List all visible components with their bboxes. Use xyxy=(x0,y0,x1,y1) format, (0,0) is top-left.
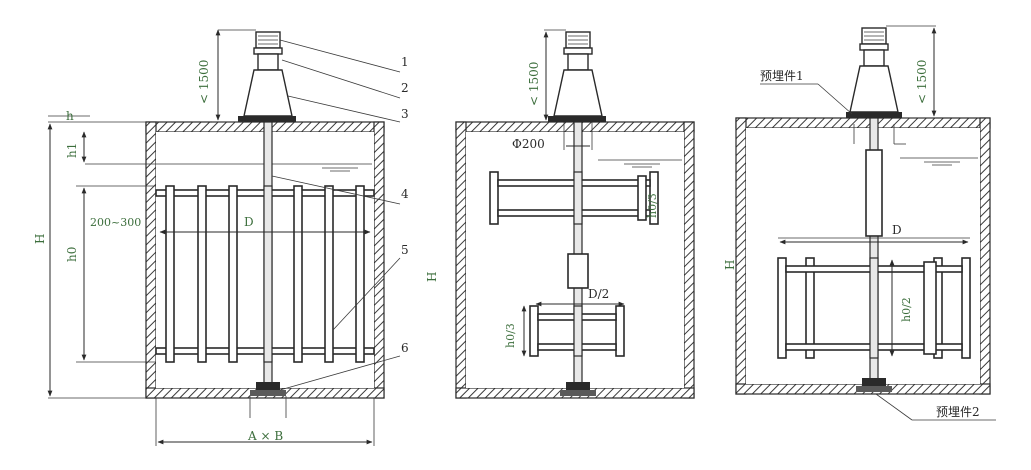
callout-5: 5 xyxy=(401,243,409,257)
diagram-1-paddle-mixer: 1 2 3 4 5 6 < 1500 h h1 H h0 200~300 D A… xyxy=(33,29,409,446)
dim-phi-2: Φ200 xyxy=(512,137,545,151)
dim-D-1: D xyxy=(244,215,254,229)
dim-h0-3-top-2: h0/3 xyxy=(646,193,659,218)
water-level-1 xyxy=(85,163,372,172)
dim-limit-2: < 1500 xyxy=(527,62,541,106)
paddle-frame-3 xyxy=(777,257,971,359)
upper-paddle-2 xyxy=(489,171,659,225)
dim-H-3: H xyxy=(723,260,737,270)
motor-assembly-3 xyxy=(846,27,906,145)
dimension-lines-3 xyxy=(778,25,970,357)
embedded-part-1-label: 预埋件1 xyxy=(760,69,804,83)
callout-2: 2 xyxy=(401,81,409,95)
water-level-3 xyxy=(900,157,978,166)
dim-h0-3-bottom-2: h0/3 xyxy=(504,323,517,348)
lower-paddle-2 xyxy=(529,305,625,357)
tank-3 xyxy=(735,117,991,395)
dim-limit-1: < 1500 xyxy=(197,60,211,104)
dim-D-3: D xyxy=(892,223,902,237)
bottom-bearing-1 xyxy=(250,382,286,396)
dim-h0-2-3: h0/2 xyxy=(900,297,913,322)
callout-1: 1 xyxy=(401,55,409,69)
dim-H-2: H xyxy=(425,272,439,282)
dim-h0-1: h0 xyxy=(65,247,79,262)
dim-D-half-2: D/2 xyxy=(588,287,609,301)
embedded-part-2-label: 预埋件2 xyxy=(936,405,980,419)
dimension-lines-2 xyxy=(521,29,659,357)
dim-h1-1: h1 xyxy=(65,143,79,158)
motor-assembly-2 xyxy=(548,31,606,122)
shaft-coupling-2 xyxy=(567,253,589,289)
bottom-bearing-3 xyxy=(856,378,892,392)
callout-4: 4 xyxy=(401,187,409,201)
callout-6: 6 xyxy=(401,341,409,355)
embedded-leaders-3 xyxy=(760,83,996,421)
motor-assembly-1 xyxy=(238,31,296,122)
paddle-frame-1 xyxy=(155,185,375,363)
dim-limit-3: < 1500 xyxy=(915,60,929,104)
dimension-lines-1 xyxy=(47,29,375,446)
dim-gap-1: 200~300 xyxy=(90,216,141,229)
callout-leaders-1 xyxy=(271,39,401,391)
diagram-2-two-tier-mixer: < 1500 Φ200 H h0/3 D/2 h0/3 xyxy=(425,29,695,399)
dim-h-1: h xyxy=(66,109,74,123)
callout-3: 3 xyxy=(401,107,409,121)
dim-AxB-1: A × B xyxy=(247,429,283,443)
water-level-2 xyxy=(598,159,682,168)
shaft-coupling-3 xyxy=(865,149,883,237)
dim-H-1: H xyxy=(33,234,47,244)
bottom-bearing-2 xyxy=(560,382,596,396)
diagram-3-embedded-mixer: 预埋件1 < 1500 H D h0/2 预埋件2 xyxy=(723,25,996,421)
